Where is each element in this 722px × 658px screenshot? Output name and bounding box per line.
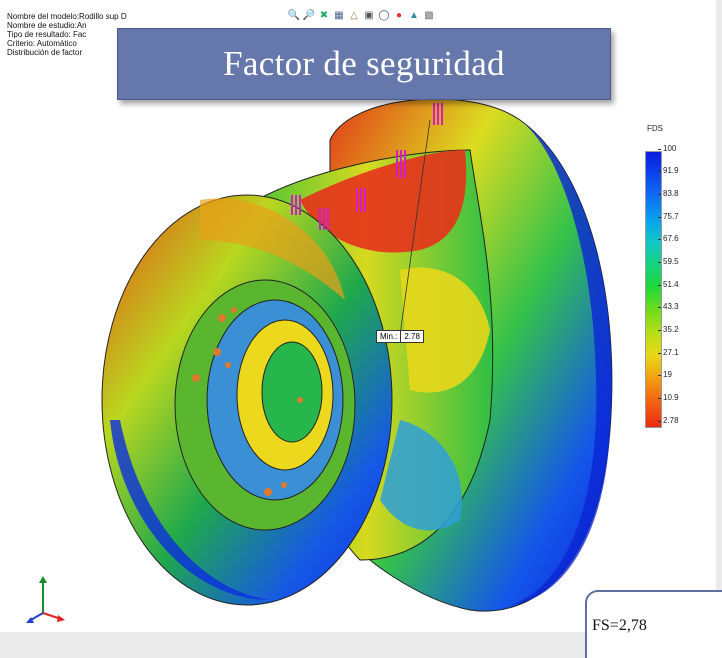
apply-scene-icon[interactable]: ▲ (409, 10, 419, 21)
criterion-text: Criterio: Automático (7, 39, 77, 48)
view-previous-icon[interactable]: ✖ (319, 10, 329, 21)
edit-appearance-icon[interactable]: ● (395, 10, 403, 21)
legend-tick: 75.7 (658, 212, 679, 221)
legend-tick: 51.4 (658, 280, 679, 289)
legend-tick: 67.6 (658, 234, 679, 243)
title-text: Factor de seguridad (223, 44, 505, 83)
legend-tick: 91.9 (658, 166, 679, 175)
min-value-label: Min.: 2.78 (376, 330, 424, 343)
result-type-text: Tipo de resultado: Fac (7, 30, 87, 39)
fea-model-render[interactable] (0, 0, 716, 632)
display-style-icon[interactable]: ▣ (364, 10, 374, 21)
legend-tick: 83.8 (658, 189, 679, 198)
axis-triad-icon (26, 576, 65, 623)
zoom-area-icon[interactable]: 🔎 (302, 10, 316, 21)
min-label-text: Min.: (377, 331, 402, 342)
legend-tick: 10.9 (658, 393, 679, 402)
zoom-to-fit-icon[interactable]: 🔍 (287, 10, 301, 21)
section-view-icon[interactable]: ▦ (334, 10, 344, 21)
view-selector-icon[interactable]: △ (350, 10, 358, 21)
hide-show-icon[interactable]: ◯ (378, 10, 390, 21)
legend-tick: 2.78 (658, 416, 679, 425)
legend-tick: 19 (658, 370, 672, 379)
legend-tick: 35.2 (658, 325, 679, 334)
legend-tick: 43.3 (658, 302, 679, 311)
min-value-text: 2.78 (404, 332, 420, 341)
legend-title: FDS (647, 124, 663, 133)
legend-tick: 59.5 (658, 257, 679, 266)
fs-callout-text: FS=2,78 (592, 617, 647, 634)
model-name-text: Nombre del modelo:Rodillo sup D (7, 12, 127, 21)
legend-colorbar (645, 151, 662, 428)
fs-callout-box (585, 590, 722, 658)
distribution-text: Distribución de factor (7, 48, 83, 57)
graphics-viewport[interactable]: Nombre del modelo:Rodillo sup D Nombre d… (0, 0, 716, 632)
title-banner: Factor de seguridad (117, 28, 611, 100)
study-name-text: Nombre de estudio:An (7, 21, 87, 30)
right-edge-strip (716, 0, 722, 632)
legend-tick: 100 (657, 144, 677, 153)
view-settings-icon[interactable]: ▩ (424, 10, 434, 21)
view-toolbar: 🔍 🔎 ✖ ▦ △ ▣ ◯ ● ▲ ▩ (288, 9, 435, 23)
legend-tick: 27.1 (658, 348, 679, 357)
